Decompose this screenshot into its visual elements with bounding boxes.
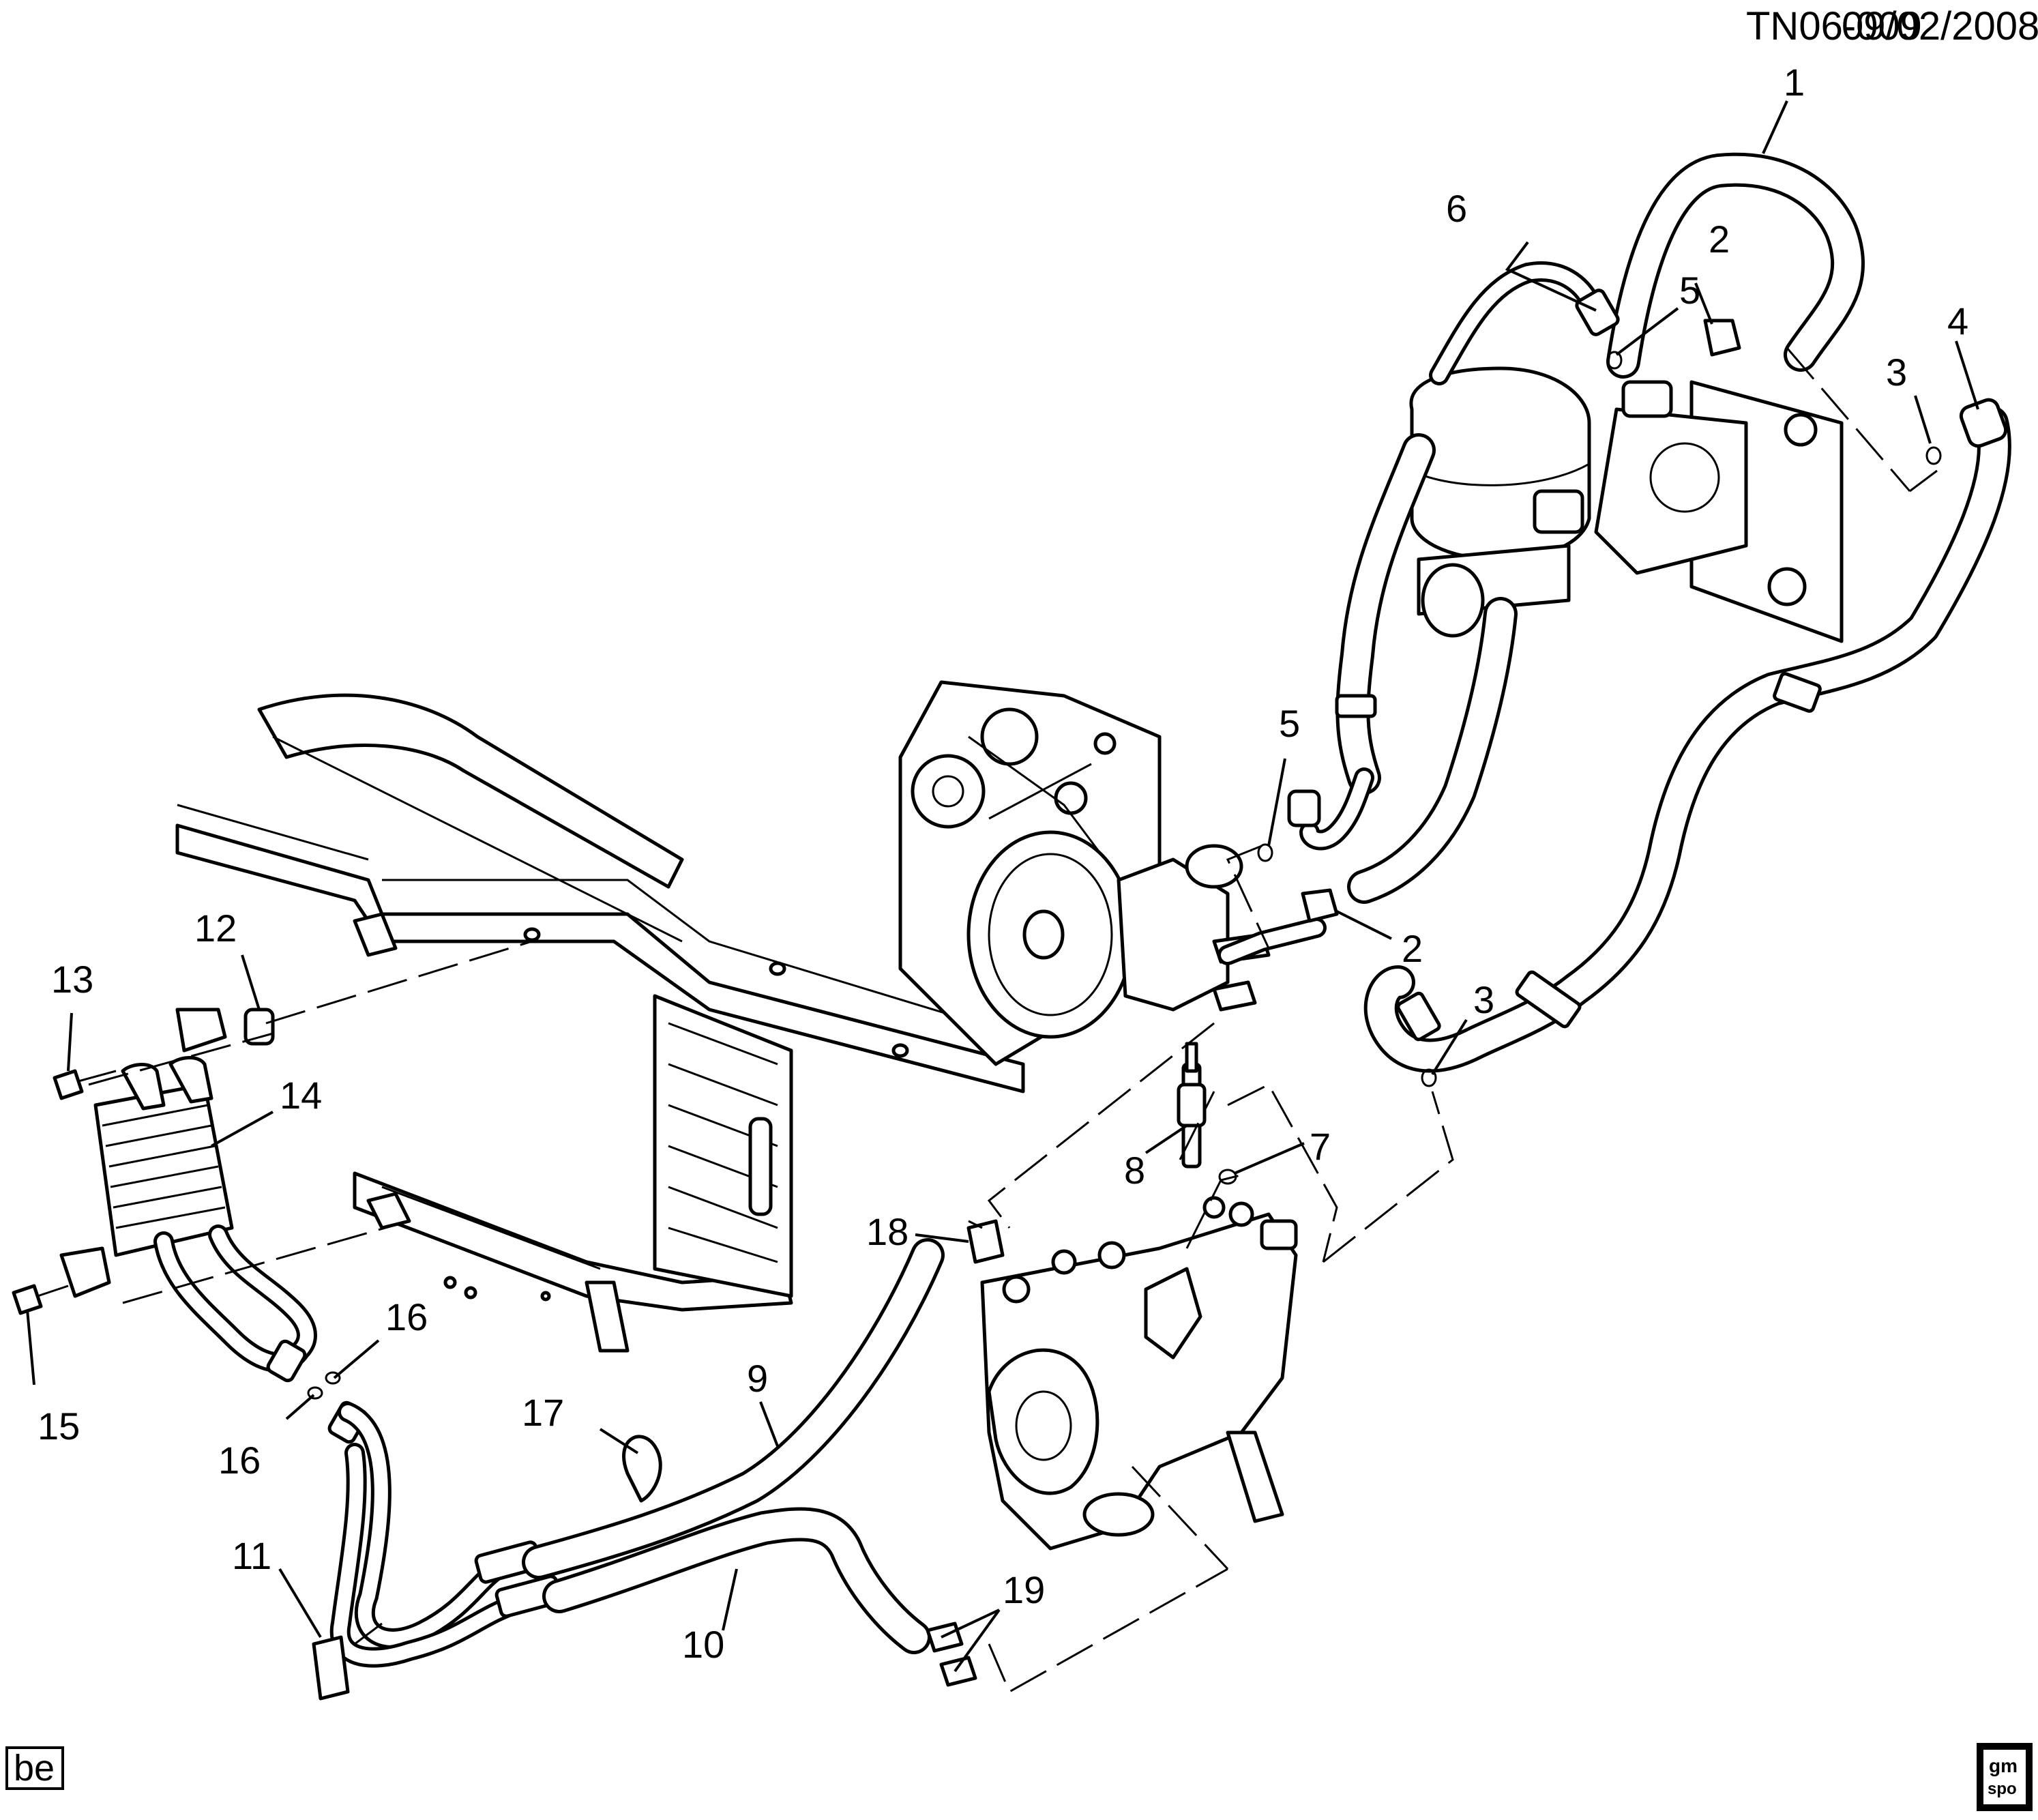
- clip-11: [312, 1635, 350, 1701]
- callout-5b: 5: [1279, 702, 1300, 745]
- callout-3b: 3: [1473, 978, 1494, 1021]
- callout-10: 10: [682, 1623, 724, 1666]
- drawing-id: TN06-009: [1746, 4, 1922, 48]
- clamp-19a: [926, 1621, 964, 1653]
- callout-3a: 3: [1886, 351, 1907, 394]
- callout-1: 1: [1784, 61, 1805, 104]
- callout-5a: 5: [1679, 269, 1700, 312]
- logo-line2: spo: [1988, 1780, 2017, 1798]
- bolt-15: [12, 1284, 43, 1315]
- brake-booster-assembly: [1409, 366, 1844, 643]
- cooler-bracket-upper: [175, 1008, 227, 1053]
- clamp-2-lower: [1301, 888, 1339, 923]
- o-ring-16a: [325, 1371, 341, 1385]
- gear-input-shaft: [1226, 1430, 1284, 1523]
- callout-16b: 16: [218, 1439, 261, 1482]
- frame-rail-lower: [353, 1171, 793, 1353]
- callout-16a: 16: [385, 1295, 428, 1338]
- radiator: [653, 994, 793, 1298]
- clamp-19b: [939, 1656, 977, 1687]
- o-ring-5-upper: [1606, 351, 1623, 370]
- callout-12: 12: [194, 907, 237, 950]
- callout-4: 4: [1947, 299, 1968, 342]
- gmspo-logo: gm spo: [1977, 1743, 2033, 1811]
- fitting-8: [1177, 1042, 1207, 1169]
- bolt-13: [53, 1069, 84, 1100]
- steering-gear: [980, 1196, 1298, 1551]
- callout-7: 7: [1310, 1125, 1331, 1168]
- clamp-2-upper: [1703, 319, 1741, 357]
- clip-17: [622, 1435, 662, 1503]
- callout-6: 6: [1446, 187, 1467, 230]
- grommet-12: [243, 1008, 275, 1046]
- callout-17: 17: [522, 1391, 564, 1434]
- drawing-date: 09/02/2008: [1842, 4, 2038, 48]
- callout-2a: 2: [1709, 218, 1730, 261]
- corner-tag-text: be: [14, 1748, 55, 1789]
- o-ring-16b: [307, 1386, 323, 1400]
- o-ring-3-lower: [1421, 1068, 1437, 1087]
- callout-19: 19: [1003, 1568, 1045, 1611]
- callout-11: 11: [232, 1534, 271, 1577]
- power-steering-pump: [966, 830, 1271, 1039]
- callout-14: 14: [280, 1074, 322, 1117]
- logo-line1: gm: [1989, 1755, 2018, 1776]
- callout-2b: 2: [1402, 927, 1423, 970]
- cooler-lines: [153, 1224, 945, 1668]
- callouts: 1 2 2 3 3 4 5 5 6 7 8 9 10 11 12 13 14 1…: [38, 61, 1968, 1666]
- o-ring-3-upper: [1925, 446, 1942, 465]
- callout-13: 13: [51, 958, 93, 1001]
- corner-tag: be: [5, 1746, 64, 1790]
- hydro-boost-unit: [1594, 407, 1748, 575]
- hose-1: [1606, 152, 1865, 379]
- clamp-18: [966, 1219, 1005, 1264]
- leader-lines: [26, 100, 1979, 1673]
- frame-rail-upper: [175, 693, 1025, 1094]
- callout-8: 8: [1124, 1149, 1145, 1192]
- o-ring-5-lower: [1257, 843, 1273, 862]
- reference-lines: [88, 347, 1938, 1694]
- pump-reservoir-cap: [1185, 844, 1243, 889]
- callout-9: 9: [747, 1357, 768, 1400]
- hose-4: [1363, 398, 2011, 1073]
- callout-18: 18: [866, 1210, 909, 1253]
- pipe-6: [1217, 261, 1620, 965]
- callout-15: 15: [38, 1405, 80, 1448]
- cooler-bracket-lower: [59, 1246, 111, 1298]
- oil-cooler: [59, 1008, 234, 1298]
